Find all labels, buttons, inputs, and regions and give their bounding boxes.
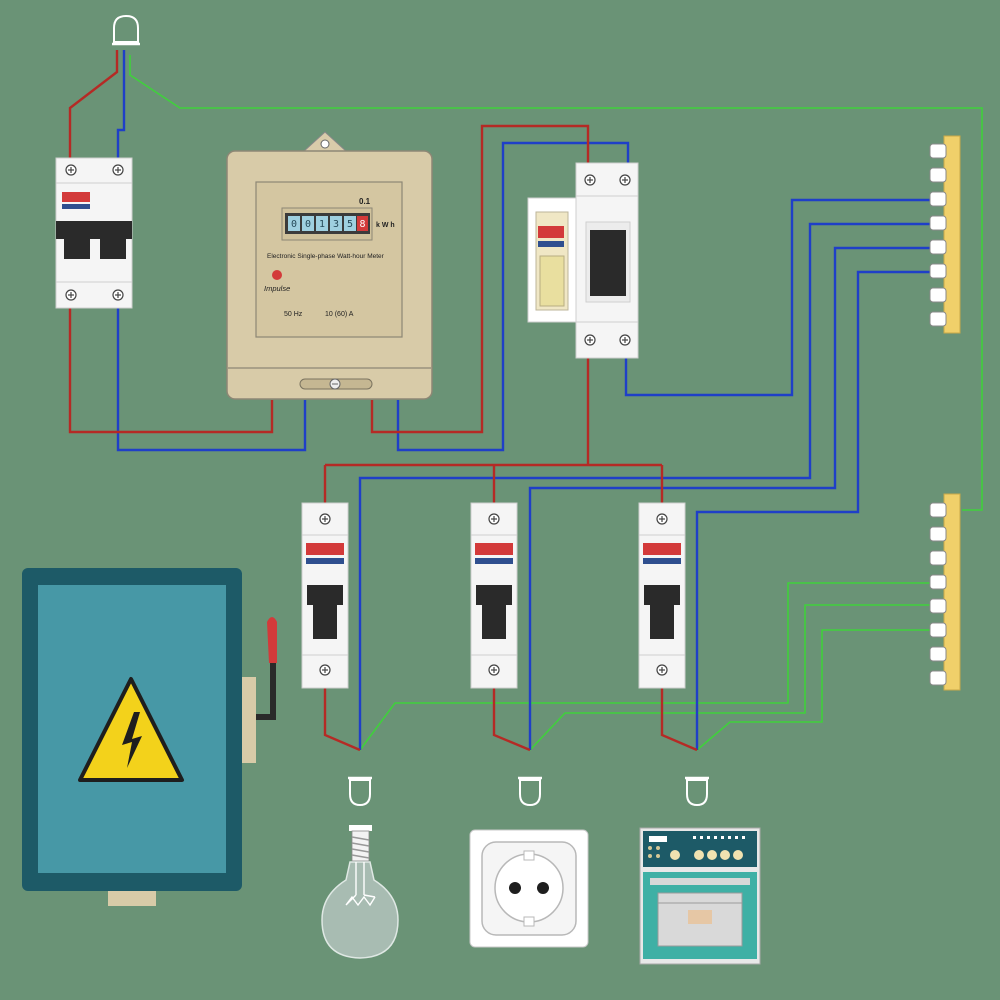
phase-wire-distribution bbox=[323, 355, 664, 503]
power-socket-icon bbox=[469, 829, 589, 948]
meter-digit-5: 5 bbox=[347, 219, 353, 230]
rcd-lever[interactable] bbox=[590, 230, 626, 296]
electric-oven-icon bbox=[639, 827, 761, 965]
meter-digit-decimal: 8 bbox=[359, 219, 365, 230]
energy-meter: 0.1 0 0 1 3 5 8 k W h Electronic Single-… bbox=[226, 131, 433, 400]
rcd-indicator-blue bbox=[538, 241, 564, 247]
phase-wire-lamp bbox=[323, 688, 361, 752]
breaker-lever[interactable] bbox=[56, 221, 132, 239]
connector-icon-socket bbox=[518, 776, 542, 807]
rcd-test-window bbox=[539, 255, 565, 307]
circuit-breaker-lamp[interactable] bbox=[301, 502, 349, 689]
meter-digits: 0 0 1 3 5 8 bbox=[288, 216, 368, 231]
meter-digit-3: 1 bbox=[319, 219, 325, 230]
meter-digit-1: 0 bbox=[291, 219, 297, 230]
light-bulb-icon bbox=[321, 825, 399, 959]
plug-icon bbox=[112, 14, 140, 46]
indicator-red bbox=[62, 192, 90, 202]
electrical-panel bbox=[22, 568, 277, 906]
breaker-lever[interactable] bbox=[644, 585, 680, 605]
meter-digit-2: 0 bbox=[305, 219, 311, 230]
panel-hinge bbox=[238, 677, 256, 763]
circuit-breaker-oven[interactable] bbox=[638, 502, 686, 689]
breaker-lever[interactable] bbox=[307, 585, 343, 605]
breaker-lever[interactable] bbox=[476, 585, 512, 605]
meter-name: Electronic Single-phase Watt-hour Meter bbox=[267, 253, 385, 260]
neutral-wire-rcd-out bbox=[624, 198, 930, 397]
earth-wires bbox=[129, 55, 983, 751]
neutral-wire-lamp bbox=[358, 222, 930, 750]
phase-wire-socket bbox=[492, 688, 531, 752]
phase-wire-oven bbox=[660, 688, 698, 752]
panel-switch-handle[interactable] bbox=[256, 617, 277, 720]
terminal-screw-icon bbox=[656, 513, 668, 676]
main-breaker[interactable] bbox=[55, 157, 133, 309]
neutral-wires bbox=[116, 50, 930, 750]
neutral-wire-oven bbox=[695, 270, 930, 750]
neutral-wire-socket bbox=[528, 246, 930, 750]
terminal-screw-icon bbox=[319, 513, 331, 676]
neutral-wire-meter-out bbox=[396, 141, 630, 452]
impulse-led bbox=[272, 270, 282, 280]
earth-wire-main bbox=[129, 55, 983, 511]
earth-wire-lamp bbox=[359, 582, 930, 751]
neutral-busbar bbox=[929, 135, 961, 334]
circuit-breaker-socket[interactable] bbox=[470, 502, 518, 689]
socket-hole-left bbox=[509, 882, 521, 894]
meter-digit-4: 3 bbox=[333, 219, 339, 230]
connector-icon-lamp bbox=[348, 776, 372, 807]
meter-frequency: 50 Hz bbox=[284, 311, 303, 318]
oven-knob[interactable] bbox=[670, 850, 743, 860]
terminal-screw-icon bbox=[584, 174, 631, 346]
connector-icon-oven bbox=[685, 776, 709, 807]
impulse-label: Impulse bbox=[264, 284, 290, 293]
earth-wire-socket bbox=[529, 604, 930, 751]
meter-unit: k W h bbox=[376, 222, 395, 229]
rcd-breaker[interactable] bbox=[527, 162, 639, 359]
phase-wire-meter-out bbox=[370, 124, 590, 434]
indicator-blue bbox=[62, 204, 90, 209]
earth-busbar bbox=[929, 493, 961, 691]
terminal-screw-icon bbox=[488, 513, 500, 676]
terminal-screw-icon bbox=[65, 164, 124, 301]
high-voltage-warning-icon bbox=[78, 677, 184, 782]
meter-current: 10 (60) A bbox=[325, 311, 354, 318]
rcd-indicator-red bbox=[538, 226, 564, 238]
earth-wire-oven bbox=[696, 629, 930, 751]
socket-hole-right bbox=[537, 882, 549, 894]
meter-multiplier: 0.1 bbox=[359, 197, 371, 206]
